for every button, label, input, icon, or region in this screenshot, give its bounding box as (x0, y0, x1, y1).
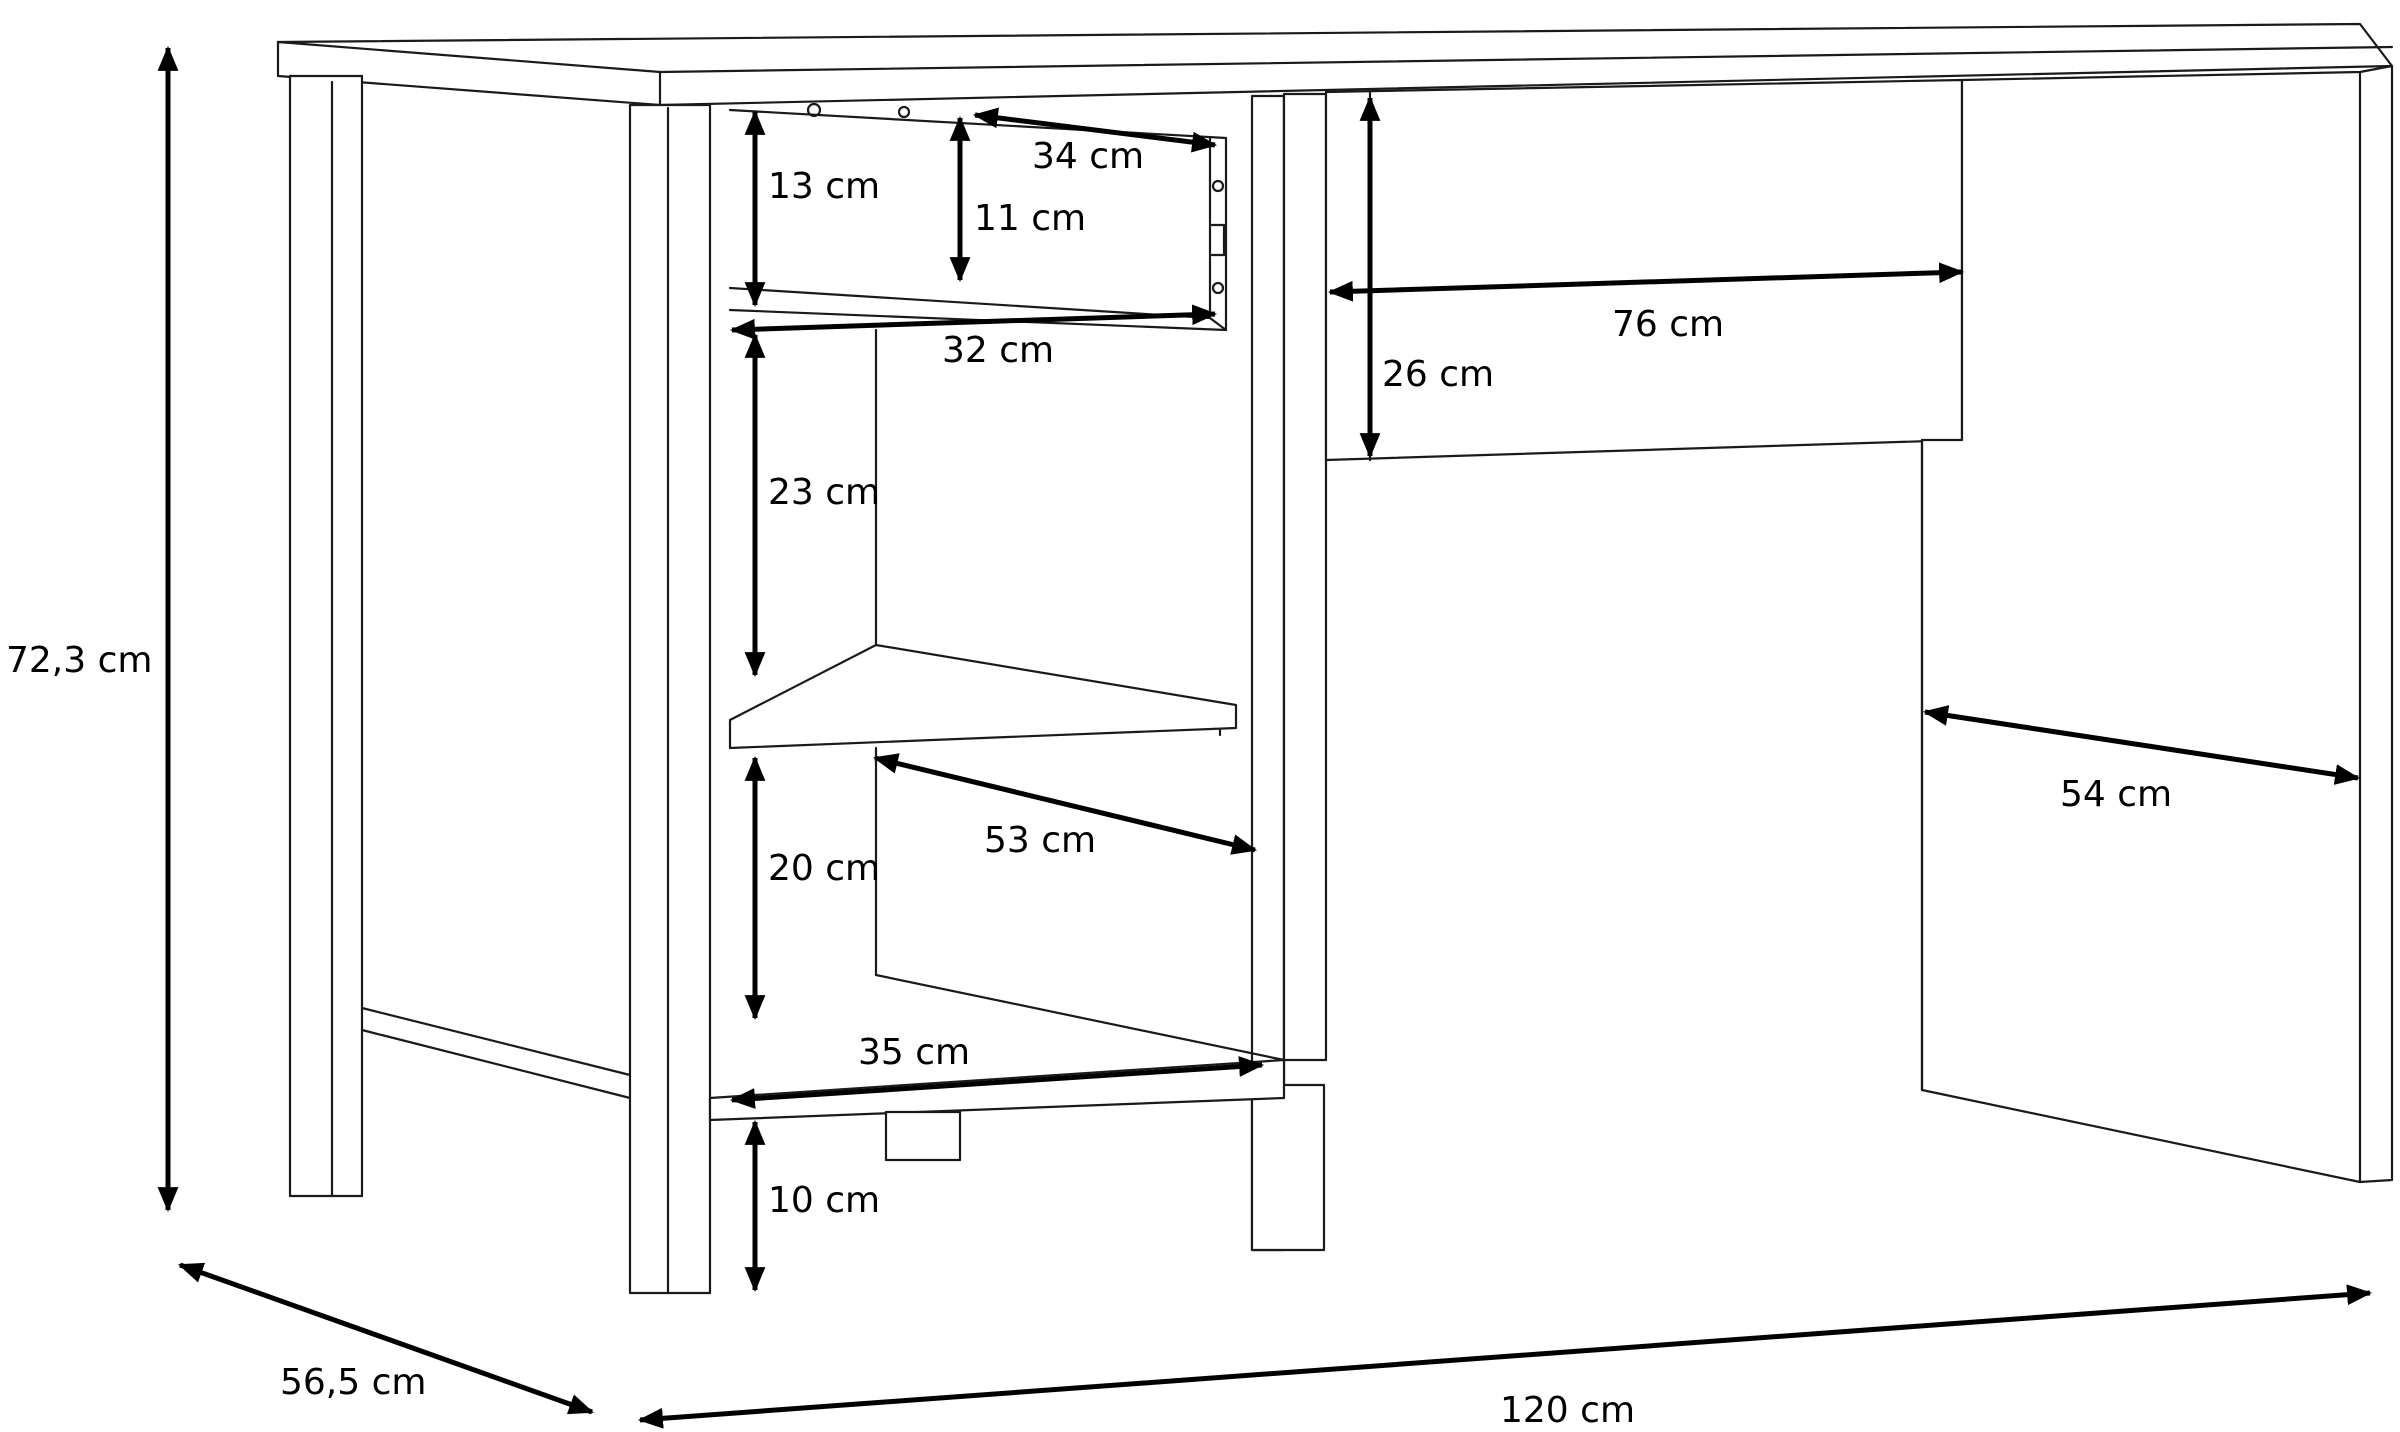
dimension-labels: 72,3 cm 56,5 cm 120 cm 34 cm 13 cm 11 cm… (6, 136, 2172, 1431)
side-panel-depth-arrow (1922, 705, 2361, 785)
cabinet-foot (884, 1110, 962, 1162)
label-drawer-inner-depth: 34 cm (1032, 136, 1144, 177)
desk-top-board (276, 22, 2394, 107)
dimension-arrows (157, 45, 2373, 1429)
label-depth-total: 56,5 cm (280, 1362, 426, 1403)
label-front-panel-width: 76 cm (1612, 304, 1724, 345)
middle-shelf (728, 643, 1238, 750)
front-panel-width-arrow (1327, 262, 1965, 302)
drawer-inner-depth-arrow (972, 107, 1218, 153)
label-drawer-bottom-width: 32 cm (942, 330, 1054, 371)
label-shelf-upper-gap: 23 cm (768, 472, 880, 513)
bottom-width-arrow (729, 1056, 1265, 1109)
shelf-depth-arrow (872, 753, 1258, 855)
label-side-panel-depth: 54 cm (2060, 774, 2172, 815)
label-floor-clearance: 10 cm (768, 1180, 880, 1221)
back-left-leg (288, 74, 364, 1198)
label-width-total: 120 cm (1500, 1390, 1635, 1431)
label-height-total: 72,3 cm (6, 640, 152, 681)
label-shelf-depth: 53 cm (984, 820, 1096, 861)
left-side-rail (360, 1006, 632, 1100)
label-shelf-lower-gap: 20 cm (768, 848, 880, 889)
width-total-arrow (637, 1284, 2373, 1429)
label-drawer-outer-height: 13 cm (768, 166, 880, 207)
drawer-bottom-width-arrow (729, 304, 1218, 340)
label-front-panel-height: 26 cm (1382, 354, 1494, 395)
front-panel (1324, 78, 1964, 462)
front-left-leg (628, 103, 712, 1295)
label-bottom-width: 35 cm (858, 1032, 970, 1073)
depth-total-arrow (178, 1262, 594, 1415)
right-side-panel (1920, 64, 2394, 1184)
middle-leg (1250, 1083, 1326, 1252)
label-drawer-inner-height: 11 cm (974, 198, 1086, 239)
desk-drawing (276, 22, 2394, 1295)
cabinet-front-edge (1282, 92, 1328, 1062)
